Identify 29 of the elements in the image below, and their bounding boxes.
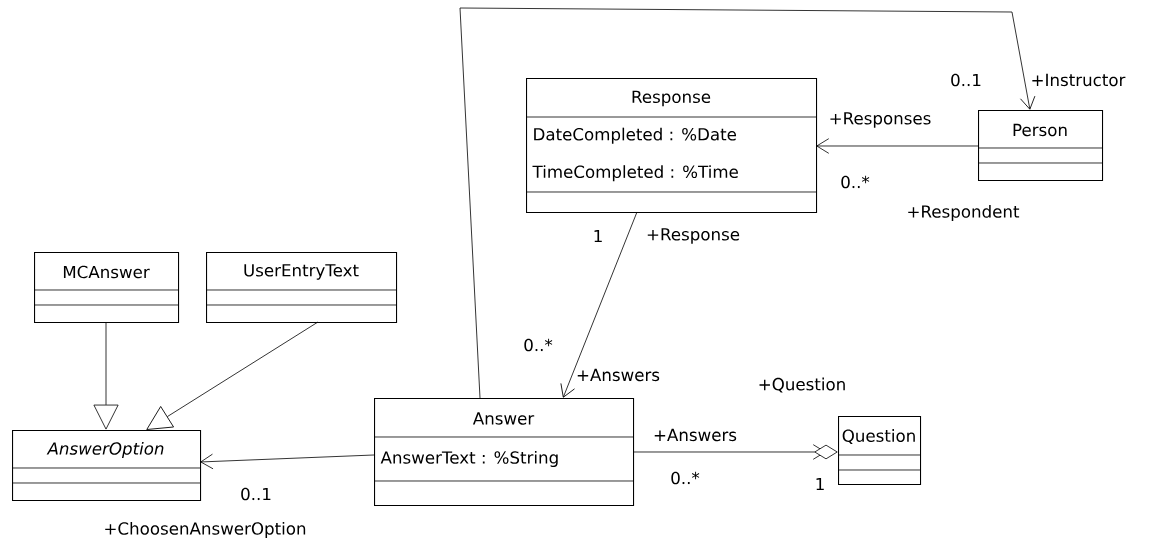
association-label: +Responses	[830, 112, 931, 128]
association-label: 0..1	[241, 487, 271, 501]
association-label: 0..1	[951, 73, 981, 87]
association-line	[200, 453, 375, 470]
association-label: +ChoosenAnswerOption	[105, 521, 306, 539]
class-box: AnswerOption	[11, 430, 202, 502]
class-box: Answer AnswerText : %String	[373, 398, 635, 507]
association-label: +Instructor	[1032, 73, 1126, 87]
association-label: +Question	[759, 377, 845, 393]
association-label: 0..*	[841, 175, 870, 189]
association-label: 1	[816, 477, 824, 491]
class-box: MCAnswer	[33, 252, 180, 324]
class-box: Response DateCompleted : %Date TimeCompleted : %Time	[525, 78, 818, 214]
association-label: 0..*	[524, 338, 553, 352]
association-line	[560, 211, 638, 398]
class-box: UserEntryText	[205, 252, 398, 324]
association-line	[632, 444, 838, 460]
association-label: 1	[594, 229, 602, 243]
class-box: Person	[977, 110, 1104, 182]
association-line	[146, 321, 319, 430]
association-line	[93, 321, 119, 430]
association-line	[459, 7, 1036, 399]
association-label: 0..*	[671, 471, 700, 485]
association-label: +Response	[647, 228, 740, 244]
association-label: +Respondent	[908, 204, 1020, 222]
association-line	[816, 138, 979, 154]
association-label: +Answers	[654, 428, 737, 442]
association-label: +Answers	[577, 368, 660, 382]
class-box: Question	[837, 416, 922, 486]
